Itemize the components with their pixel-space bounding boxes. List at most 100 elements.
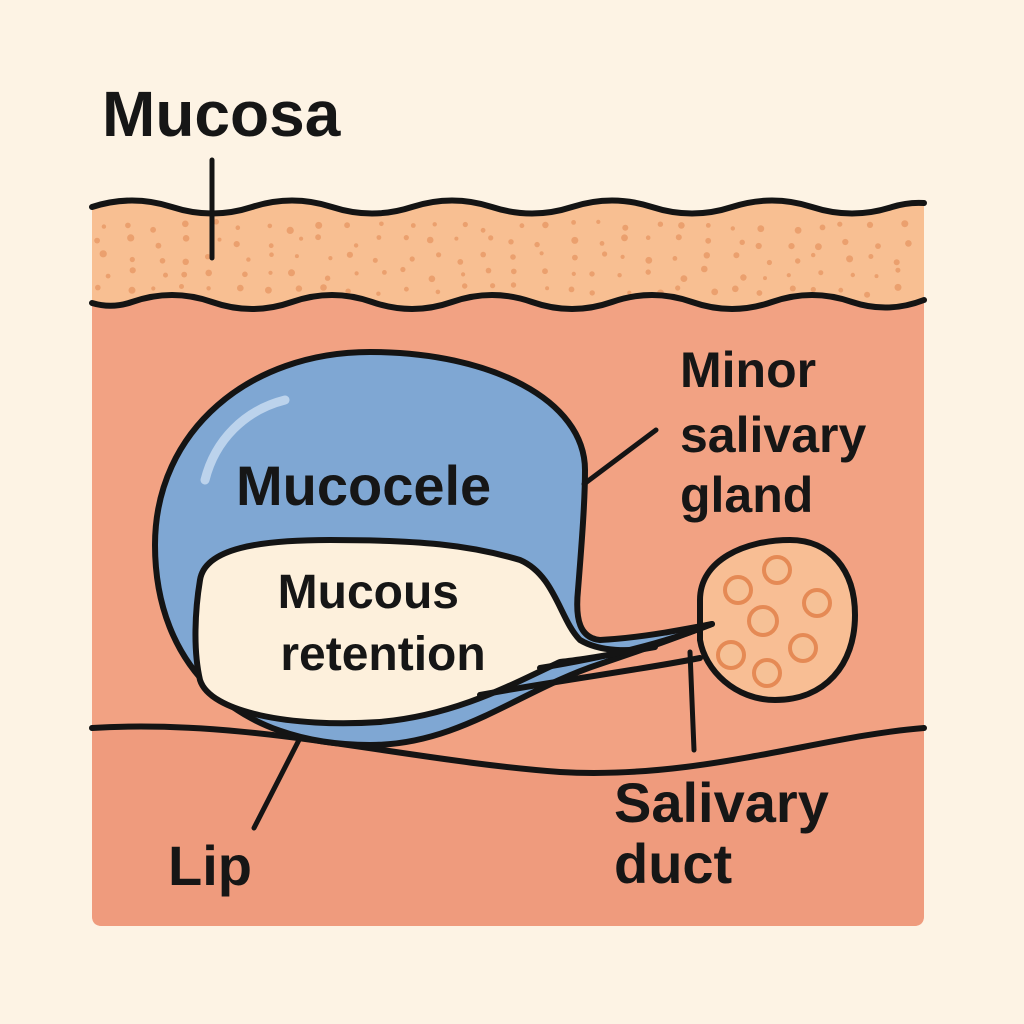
acinus — [788, 633, 818, 663]
mucosa-dot — [542, 221, 549, 229]
salivary-duct-upper-wall — [537, 621, 715, 671]
mucosa-dot — [99, 250, 107, 258]
mucosa-dot — [410, 223, 416, 228]
mucosa-dot — [622, 224, 629, 231]
mucosa-dot — [739, 239, 745, 245]
mucosa-dot — [733, 252, 740, 259]
mucosa-dot — [875, 243, 881, 250]
mucosa-dot — [155, 242, 162, 249]
mucosa-dot — [213, 219, 219, 225]
acinus — [752, 658, 782, 688]
mucosa-dot — [678, 222, 685, 229]
mucosa-dot — [846, 255, 854, 263]
mucosa-dot — [105, 273, 111, 279]
mucosa-dot — [235, 225, 241, 230]
mucosa-label: Mucosa — [102, 78, 341, 150]
mucosa-dot — [589, 271, 595, 277]
mucosa-dot — [539, 251, 544, 256]
mucosa-dot — [672, 256, 678, 261]
mucosa-dot — [265, 286, 272, 294]
mucosa-dot — [703, 252, 710, 259]
minor-salivary-gland-leader-line — [581, 427, 659, 487]
minor-salivary-gland-label-line-1: Minor — [680, 342, 816, 398]
acinus — [723, 575, 753, 605]
mucosa-dot — [151, 286, 156, 291]
mucosa-dot — [454, 236, 459, 241]
salivary-duct-leader-line — [687, 649, 697, 753]
salivary-duct-lower-wall — [477, 655, 703, 698]
mucosa-dot — [757, 225, 765, 233]
mucosa-dot — [488, 235, 494, 241]
mucosa-dot — [819, 224, 826, 231]
mucosa-dot — [645, 256, 653, 264]
mucosa-dot — [508, 239, 514, 245]
mucosa-dot — [645, 235, 651, 240]
mucosa-bottom-line — [89, 292, 927, 312]
mucosa-dot — [602, 251, 608, 257]
mucosa-dot — [874, 274, 879, 279]
mucosa-dot — [461, 272, 466, 277]
mucosa-dot — [756, 290, 763, 296]
mucosa-dot — [786, 273, 791, 278]
mucosa-dot — [268, 243, 274, 249]
mucosa-dot — [818, 270, 824, 276]
mucosa-dot — [657, 221, 664, 227]
mucosa-dot — [206, 286, 211, 291]
mucosa-dot — [485, 267, 492, 274]
mucosa-dot — [572, 254, 578, 261]
mucosa-dot — [400, 266, 406, 273]
mucosa-dot — [233, 241, 240, 248]
mucosa-dot — [510, 282, 517, 288]
mucosa-dot — [182, 235, 190, 242]
mucosa-dot — [129, 267, 136, 274]
mucosa-dot — [811, 252, 816, 258]
mucosa-dot — [705, 237, 712, 244]
mucosa-dot — [766, 259, 773, 266]
mucosa-dot — [755, 242, 762, 250]
mucous-retention — [192, 537, 658, 727]
mucosa-dot — [645, 269, 651, 275]
mucosa-dot — [242, 271, 248, 278]
mucosa-dot — [680, 275, 688, 282]
mucosa-dot — [127, 234, 135, 242]
mucosa-layer — [92, 200, 924, 309]
mucosa-dot — [545, 286, 550, 291]
mucosa-dot — [435, 289, 441, 295]
mucosa-dot — [324, 275, 331, 281]
mucosa-dot — [795, 258, 801, 264]
mucosa-dot — [269, 252, 274, 257]
mucosa-dot — [267, 223, 273, 229]
acinus — [762, 555, 792, 585]
acinus — [747, 605, 779, 637]
lip-band — [92, 726, 924, 926]
mucosa-dot — [868, 254, 874, 259]
mucosa-dot — [542, 268, 548, 275]
lip-label: Lip — [168, 834, 252, 897]
mucosa-dot — [179, 284, 184, 289]
mucosa-dot — [627, 290, 632, 295]
mucosa-dot — [732, 285, 739, 293]
mucosa-dot — [95, 284, 101, 291]
mucosa-dot — [404, 286, 409, 292]
mucosa-dot — [838, 287, 844, 293]
mucosa-dot — [428, 275, 436, 283]
mucous-retention-label-line-2: retention — [280, 628, 485, 681]
mucosa-dot — [675, 285, 681, 291]
mucosa-dot — [730, 226, 735, 231]
mucosa-dot — [159, 258, 166, 264]
mucosa-dot — [850, 272, 855, 278]
mucosa-dot — [480, 227, 486, 233]
mucosa-dot — [480, 251, 487, 258]
mucosa-dot — [217, 237, 222, 242]
mucosa-dot — [436, 252, 442, 258]
mucosa-dot — [895, 267, 901, 273]
mucosa-dot — [905, 240, 912, 247]
mucosa-dot — [294, 254, 299, 259]
mucosa-dot — [462, 283, 468, 289]
mucosa-dot — [353, 243, 359, 248]
mucosa-dot — [568, 286, 575, 293]
mucosa-top-line — [89, 197, 927, 217]
mucosa-dot — [571, 236, 579, 244]
mucous-retention-label-line-1: Mucous — [278, 566, 459, 619]
